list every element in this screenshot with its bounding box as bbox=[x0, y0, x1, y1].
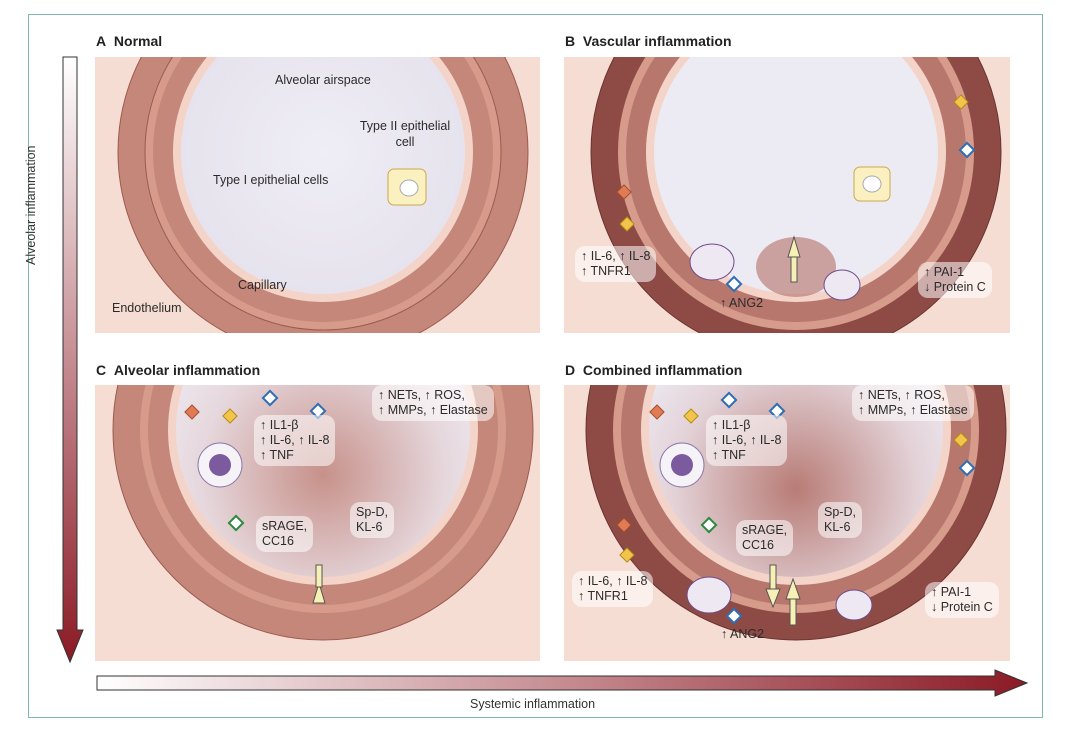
panel-d-il6-label: ↑ IL-6, ↑ IL-8 bbox=[712, 433, 782, 447]
panel-d-neutrophil-products: ↑ NETs, ↑ ROS, ↑ MMPs, ↑ Elastase bbox=[852, 385, 974, 421]
panel-a-title: A Normal bbox=[96, 33, 162, 49]
figure-frame bbox=[28, 14, 1043, 718]
panel-b-illustration bbox=[564, 57, 1010, 333]
panel-c-epithelial-markers: Sp-D, KL-6 bbox=[350, 502, 394, 538]
alveolar-inflammation-arrow bbox=[56, 56, 84, 664]
panel-a-name: Normal bbox=[113, 33, 163, 49]
panel-b-ang2-label: ↑ ANG2 bbox=[720, 296, 764, 310]
panel-d-proteinc-label: ↓ Protein C bbox=[931, 600, 993, 614]
panel-b-cytokines: ↑ IL-6, ↑ IL-8 ↑ TNFR1 bbox=[575, 246, 657, 282]
panel-c-srage-label: sRAGE, bbox=[262, 519, 308, 533]
panel-c-cc16-label: CC16 bbox=[262, 534, 294, 548]
panel-d-epithelial-markers: Sp-D, KL-6 bbox=[818, 502, 862, 538]
panel-c-name: Alveolar inflammation bbox=[113, 362, 261, 378]
panel-d-mmps-label: ↑ MMPs, ↑ Elastase bbox=[858, 403, 968, 417]
panel-c-letter: C bbox=[96, 362, 107, 378]
panel-d-pai1-label: ↑ PAI-1 bbox=[931, 585, 972, 599]
panel-c-il6-label: ↑ IL-6, ↑ IL-8 bbox=[260, 433, 330, 447]
systemic-inflammation-arrow bbox=[96, 669, 1029, 697]
panel-c-title: C Alveolar inflammation bbox=[96, 362, 260, 378]
panel-c-tnf-label: ↑ TNF bbox=[260, 448, 294, 462]
panel-c-cytokines: ↑ IL1-β ↑ IL-6, ↑ IL-8 ↑ TNF bbox=[254, 415, 336, 466]
panel-d-name: Combined inflammation bbox=[582, 362, 743, 378]
panel-d-nets-label: ↑ NETs, ↑ ROS, bbox=[858, 388, 945, 402]
panel-a-letter: A bbox=[96, 33, 107, 49]
panel-b-tnfr1-label: ↑ TNFR1 bbox=[581, 264, 631, 278]
horizontal-axis-label: Systemic inflammation bbox=[470, 697, 596, 711]
panel-d-srage-label: sRAGE, bbox=[742, 523, 788, 537]
panel-d-title: D Combined inflammation bbox=[565, 362, 742, 378]
panel-d-cc16-label: CC16 bbox=[742, 538, 774, 552]
panel-c-il1-label: ↑ IL1-β bbox=[260, 418, 299, 432]
panel-b-title: B Vascular inflammation bbox=[565, 33, 732, 49]
panel-d-tnfr1-label: ↑ TNFR1 bbox=[578, 589, 628, 603]
panel-d-tnf-label: ↑ TNF bbox=[712, 448, 746, 462]
panel-d-il6b-label: ↑ IL-6, ↑ IL-8 bbox=[578, 574, 648, 588]
panel-d-spd-label: Sp-D, bbox=[824, 505, 856, 519]
panel-d-ang2-label: ↑ ANG2 bbox=[721, 627, 765, 641]
panel-d-cytokines: ↑ IL1-β ↑ IL-6, ↑ IL-8 ↑ TNF bbox=[706, 415, 788, 466]
panel-b-il6-label: ↑ IL-6, ↑ IL-8 bbox=[581, 249, 651, 263]
capillary-label: Capillary bbox=[238, 278, 287, 292]
alveolar-airspace-label: Alveolar airspace bbox=[275, 73, 371, 87]
panel-d-letter: D bbox=[565, 362, 576, 378]
panel-d-coagulation: ↑ PAI-1 ↓ Protein C bbox=[925, 582, 999, 618]
type2-cell-label: Type II epithelial cell bbox=[359, 119, 451, 149]
panel-c-neutrophil-products: ↑ NETs, ↑ ROS, ↑ MMPs, ↑ Elastase bbox=[372, 385, 494, 421]
panel-c-illustration bbox=[95, 385, 540, 661]
panel-d-il1-label: ↑ IL1-β bbox=[712, 418, 751, 432]
panel-b-proteinc-label: ↓ Protein C bbox=[924, 280, 986, 294]
panel-d-kl6-label: KL-6 bbox=[824, 520, 851, 534]
panel-b-name: Vascular inflammation bbox=[582, 33, 732, 49]
panel-c-nets-label: ↑ NETs, ↑ ROS, bbox=[378, 388, 465, 402]
panel-c-kl6-label: KL-6 bbox=[356, 520, 383, 534]
panel-d-srage-markers: sRAGE, CC16 bbox=[736, 520, 794, 556]
panel-c-spd-label: Sp-D, bbox=[356, 505, 388, 519]
type1-cells-label: Type I epithelial cells bbox=[213, 173, 329, 187]
panel-c-mmps-label: ↑ MMPs, ↑ Elastase bbox=[378, 403, 488, 417]
panel-b-pai1-label: ↑ PAI-1 bbox=[924, 265, 965, 279]
panel-d-vascular-cytokines: ↑ IL-6, ↑ IL-8 ↑ TNFR1 bbox=[572, 571, 654, 607]
vertical-axis-label: Alveolar inflammation bbox=[24, 145, 38, 266]
panel-b-letter: B bbox=[565, 33, 576, 49]
panel-c-srage-markers: sRAGE, CC16 bbox=[256, 516, 314, 552]
panel-b-coagulation: ↑ PAI-1 ↓ Protein C bbox=[918, 262, 992, 298]
endothelium-label: Endothelium bbox=[112, 301, 182, 315]
panel-a-illustration bbox=[95, 57, 540, 333]
